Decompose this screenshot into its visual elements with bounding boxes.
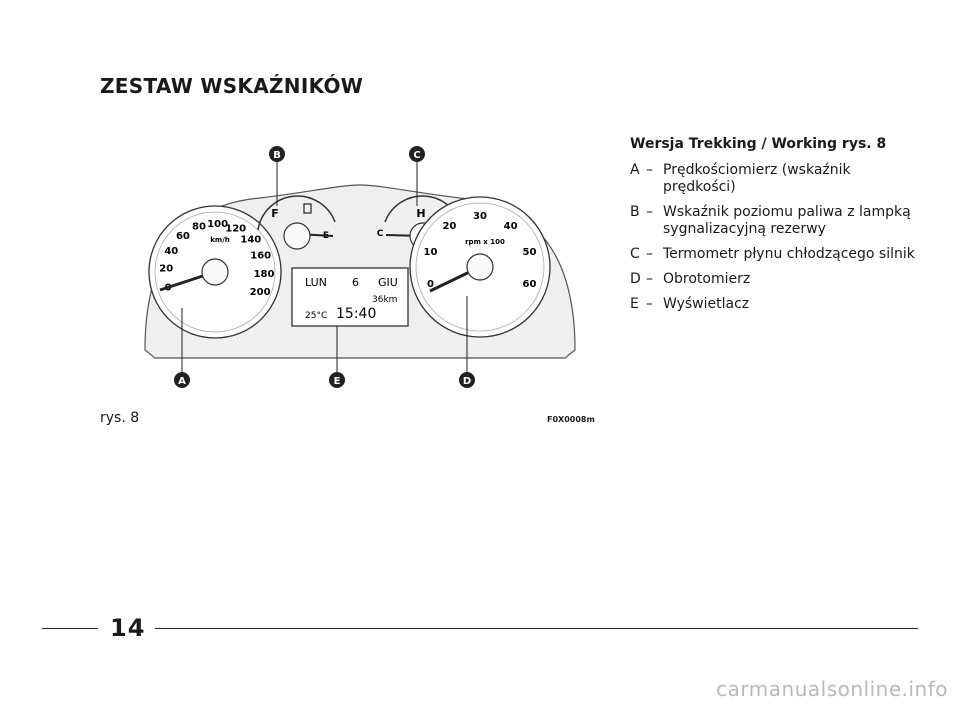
legend-item-e: E – Wyświetlacz [630, 296, 920, 313]
speedometer-tick-label: 40 [164, 246, 178, 257]
callout-b: B [269, 146, 285, 162]
display-date: 6 [352, 276, 359, 289]
speedometer-tick-label: 140 [240, 235, 261, 246]
footer-rule-right [155, 628, 918, 629]
svg-text:D: D [463, 376, 471, 387]
legend-item-b: B – Wskaźnik poziomu paliwa z lampką syg… [630, 204, 920, 238]
legend-key: C [630, 246, 640, 262]
watermark: carmanualsonline.info [716, 677, 948, 701]
legend-title: Wersja Trekking / Working rys. 8 [630, 136, 887, 152]
legend-dash: – [646, 246, 653, 262]
display-month: GIU [378, 276, 398, 289]
legend-dash: – [646, 271, 653, 287]
tachometer: 0 10 20 30 40 50 60 rpm x 100 [409, 196, 551, 338]
temp-cold-label: C [377, 229, 384, 239]
legend-dash: – [646, 296, 653, 312]
temp-hot-label: H [416, 207, 425, 220]
speedometer-tick-label: 160 [250, 250, 271, 261]
svg-text:C: C [413, 150, 420, 161]
fuel-pump-icon [303, 203, 312, 214]
display-temp: 25°C [305, 311, 327, 321]
svg-text:B: B [273, 150, 281, 161]
speedometer-tick-label: 100 [207, 219, 228, 230]
legend-item-a: A – Prędkościomierz (wskaźnik prędkości) [630, 162, 920, 196]
speedometer-tick-label: 120 [225, 224, 246, 235]
callout-a: A [174, 372, 190, 388]
speedometer-tick-label: 20 [159, 264, 173, 275]
tachometer-tick-label: 10 [424, 247, 438, 258]
tachometer-tick-label: 60 [523, 279, 537, 290]
tachometer-tick-label: 20 [442, 221, 456, 232]
tachometer-tick-label: 30 [473, 211, 487, 222]
speedometer-unit: km/h [210, 236, 230, 244]
callout-d: D [459, 372, 475, 388]
footer-rule-left [42, 628, 98, 629]
fuel-full-label: F [271, 207, 279, 220]
tachometer-tick-label: 50 [523, 247, 537, 258]
legend-item-c: C – Termometr płynu chłodzącego silnik [630, 246, 920, 263]
legend-item-d: D – Obrotomierz [630, 271, 920, 288]
legend-key: B [630, 204, 640, 220]
legend-text: Wyświetlacz [663, 296, 750, 312]
callout-leaders [181, 162, 468, 372]
figure-caption: rys. 8 [100, 410, 140, 426]
display-trip: 36km [372, 295, 397, 305]
fuel-gauge: F E [257, 195, 336, 250]
legend: Wersja Trekking / Working rys. 8 A – Prę… [630, 136, 920, 321]
speedometer-tick-label: 180 [254, 269, 275, 280]
legend-key: A [630, 162, 640, 178]
svg-text:E: E [334, 376, 341, 387]
display-day: LUN [305, 276, 327, 289]
legend-text: Wskaźnik poziomu paliwa z lampką sygnali… [663, 204, 911, 237]
tachometer-unit: rpm x 100 [465, 238, 505, 246]
svg-text:A: A [178, 376, 186, 387]
legend-text: Termometr płynu chłodzącego silnik [663, 246, 915, 262]
instrument-cluster-figure: 020406080100120140160180200 km/h F E C H… [144, 146, 576, 388]
legend-dash: – [646, 162, 653, 178]
display: LUN 6 GIU 36km 25°C 15:40 [291, 267, 409, 327]
page-heading: ZESTAW WSKAŹNIKÓW [100, 74, 364, 98]
figure-code: F0X0008m [547, 415, 595, 424]
speedometer-tick-label: 200 [250, 287, 271, 298]
callout-c: C [409, 146, 425, 162]
speedometer-tick-label: 60 [176, 231, 190, 242]
tachometer-tick-label: 40 [504, 221, 518, 232]
speedometer: 020406080100120140160180200 km/h [148, 205, 282, 339]
callout-e: E [329, 372, 345, 388]
legend-text: Obrotomierz [663, 271, 751, 287]
legend-dash: – [646, 204, 653, 220]
legend-key: D [630, 271, 641, 287]
tachometer-tick-label: 0 [427, 279, 434, 290]
speedometer-tick-label: 80 [192, 222, 206, 233]
display-time: 15:40 [336, 306, 376, 322]
legend-text: Prędkościomierz (wskaźnik prędkości) [663, 162, 851, 195]
legend-key: E [630, 296, 639, 312]
page-number: 14 [110, 614, 146, 642]
